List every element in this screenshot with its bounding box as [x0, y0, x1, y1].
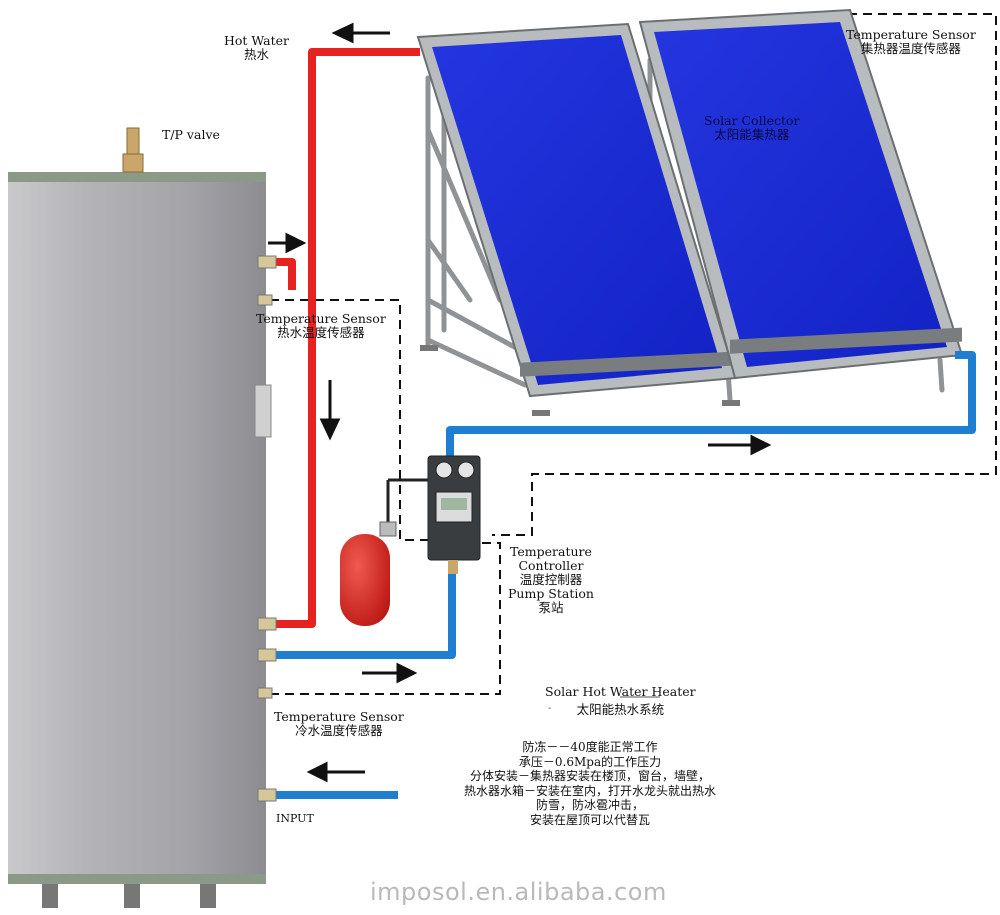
system-title-en: Solar Hot Water Heater: [545, 684, 696, 699]
controller-label: Temperature Controller 温度控制器 Pump Statio…: [508, 545, 594, 615]
hot-sensor-label-en: Temperature Sensor: [256, 311, 386, 326]
arrow-right-blue-icon: [708, 434, 772, 456]
note-line: 热水器水箱－安装在室内，打开水龙头就出热水: [463, 783, 716, 798]
hot-water-pipe: [268, 48, 420, 628]
expansion-tank: [340, 521, 397, 626]
note-line: 防雪，防冰雹冲击，: [535, 798, 644, 812]
arrow-down-icon: [319, 380, 341, 441]
solar-panel-1: [416, 22, 738, 398]
collector-sensor-label-en: Temperature Sensor: [846, 27, 976, 42]
solar-panel-2: [638, 8, 964, 380]
note-line: 防冻－－40度能正常工作: [522, 740, 658, 754]
cold-sensor-label: Temperature Sensor 冷水温度传感器: [274, 710, 404, 738]
note-line: 安装在屋顶可以代替瓦: [529, 812, 650, 827]
system-title: Solar Hot Water Heater 太阳能热水系统: [545, 685, 696, 717]
system-title-cn: 太阳能热水系统: [576, 702, 665, 717]
hot-sensor-line: [270, 299, 440, 541]
controller-label-line2: Controller: [518, 558, 584, 573]
storage-tank: [8, 172, 277, 908]
input-label: INPUT: [276, 812, 314, 825]
watermark: imposol.en.alibaba.com: [370, 878, 667, 906]
pump-station-label-cn: 泵站: [538, 600, 564, 615]
hot-water-label-en: Hot Water: [224, 33, 290, 48]
arrow-input-left-icon: [306, 761, 365, 783]
pump-station-label-en: Pump Station: [508, 586, 594, 601]
cold-sensor-label-cn: 冷水温度传感器: [295, 723, 383, 738]
hot-water-label: Hot Water 热水: [224, 34, 289, 62]
arrow-right-bottom-icon: [362, 662, 418, 684]
svg-text:-: -: [548, 703, 551, 714]
arrow-tank-in-icon: [268, 232, 307, 254]
hot-sensor-label-cn: 热水温度传感器: [277, 325, 365, 340]
collector-sensor-line: [492, 13, 997, 536]
hot-sensor-label: Temperature Sensor 热水温度传感器: [256, 312, 386, 340]
cold-sensor-line: [270, 542, 501, 695]
collector-sensor-label-cn: 集热器温度传感器: [860, 41, 961, 56]
solar-collector-label-cn: 太阳能集热器: [714, 127, 790, 142]
controller-label-line1: Temperature: [510, 544, 592, 559]
controller-label-cn: 温度控制器: [519, 572, 583, 587]
solar-collector-label-en: Solar Collector: [704, 113, 800, 128]
solar-collector-label: Solar Collector 太阳能集热器: [704, 114, 800, 142]
cold-water-pipe: [268, 351, 976, 799]
collector-sensor-label: Temperature Sensor 集热器温度传感器: [846, 28, 976, 56]
feature-notes: 防冻－－40度能正常工作 承压－0.6Mpa的工作压力 分体安装－集热器安装在楼…: [440, 740, 740, 827]
note-line: 承压－0.6Mpa的工作压力: [518, 754, 662, 769]
cold-sensor-label-en: Temperature Sensor: [274, 709, 404, 724]
arrow-hot-left-icon: [331, 22, 390, 44]
pump-station: [386, 455, 481, 574]
tp-valve: [122, 127, 144, 173]
tp-valve-label: T/P valve: [162, 127, 220, 142]
sensor-wiring: [270, 13, 997, 695]
note-line: 分体安装－集热器安装在楼顶，窗台，墙壁，: [469, 769, 710, 783]
flow-arrows: [268, 22, 772, 783]
hot-water-label-cn: 热水: [244, 47, 270, 62]
